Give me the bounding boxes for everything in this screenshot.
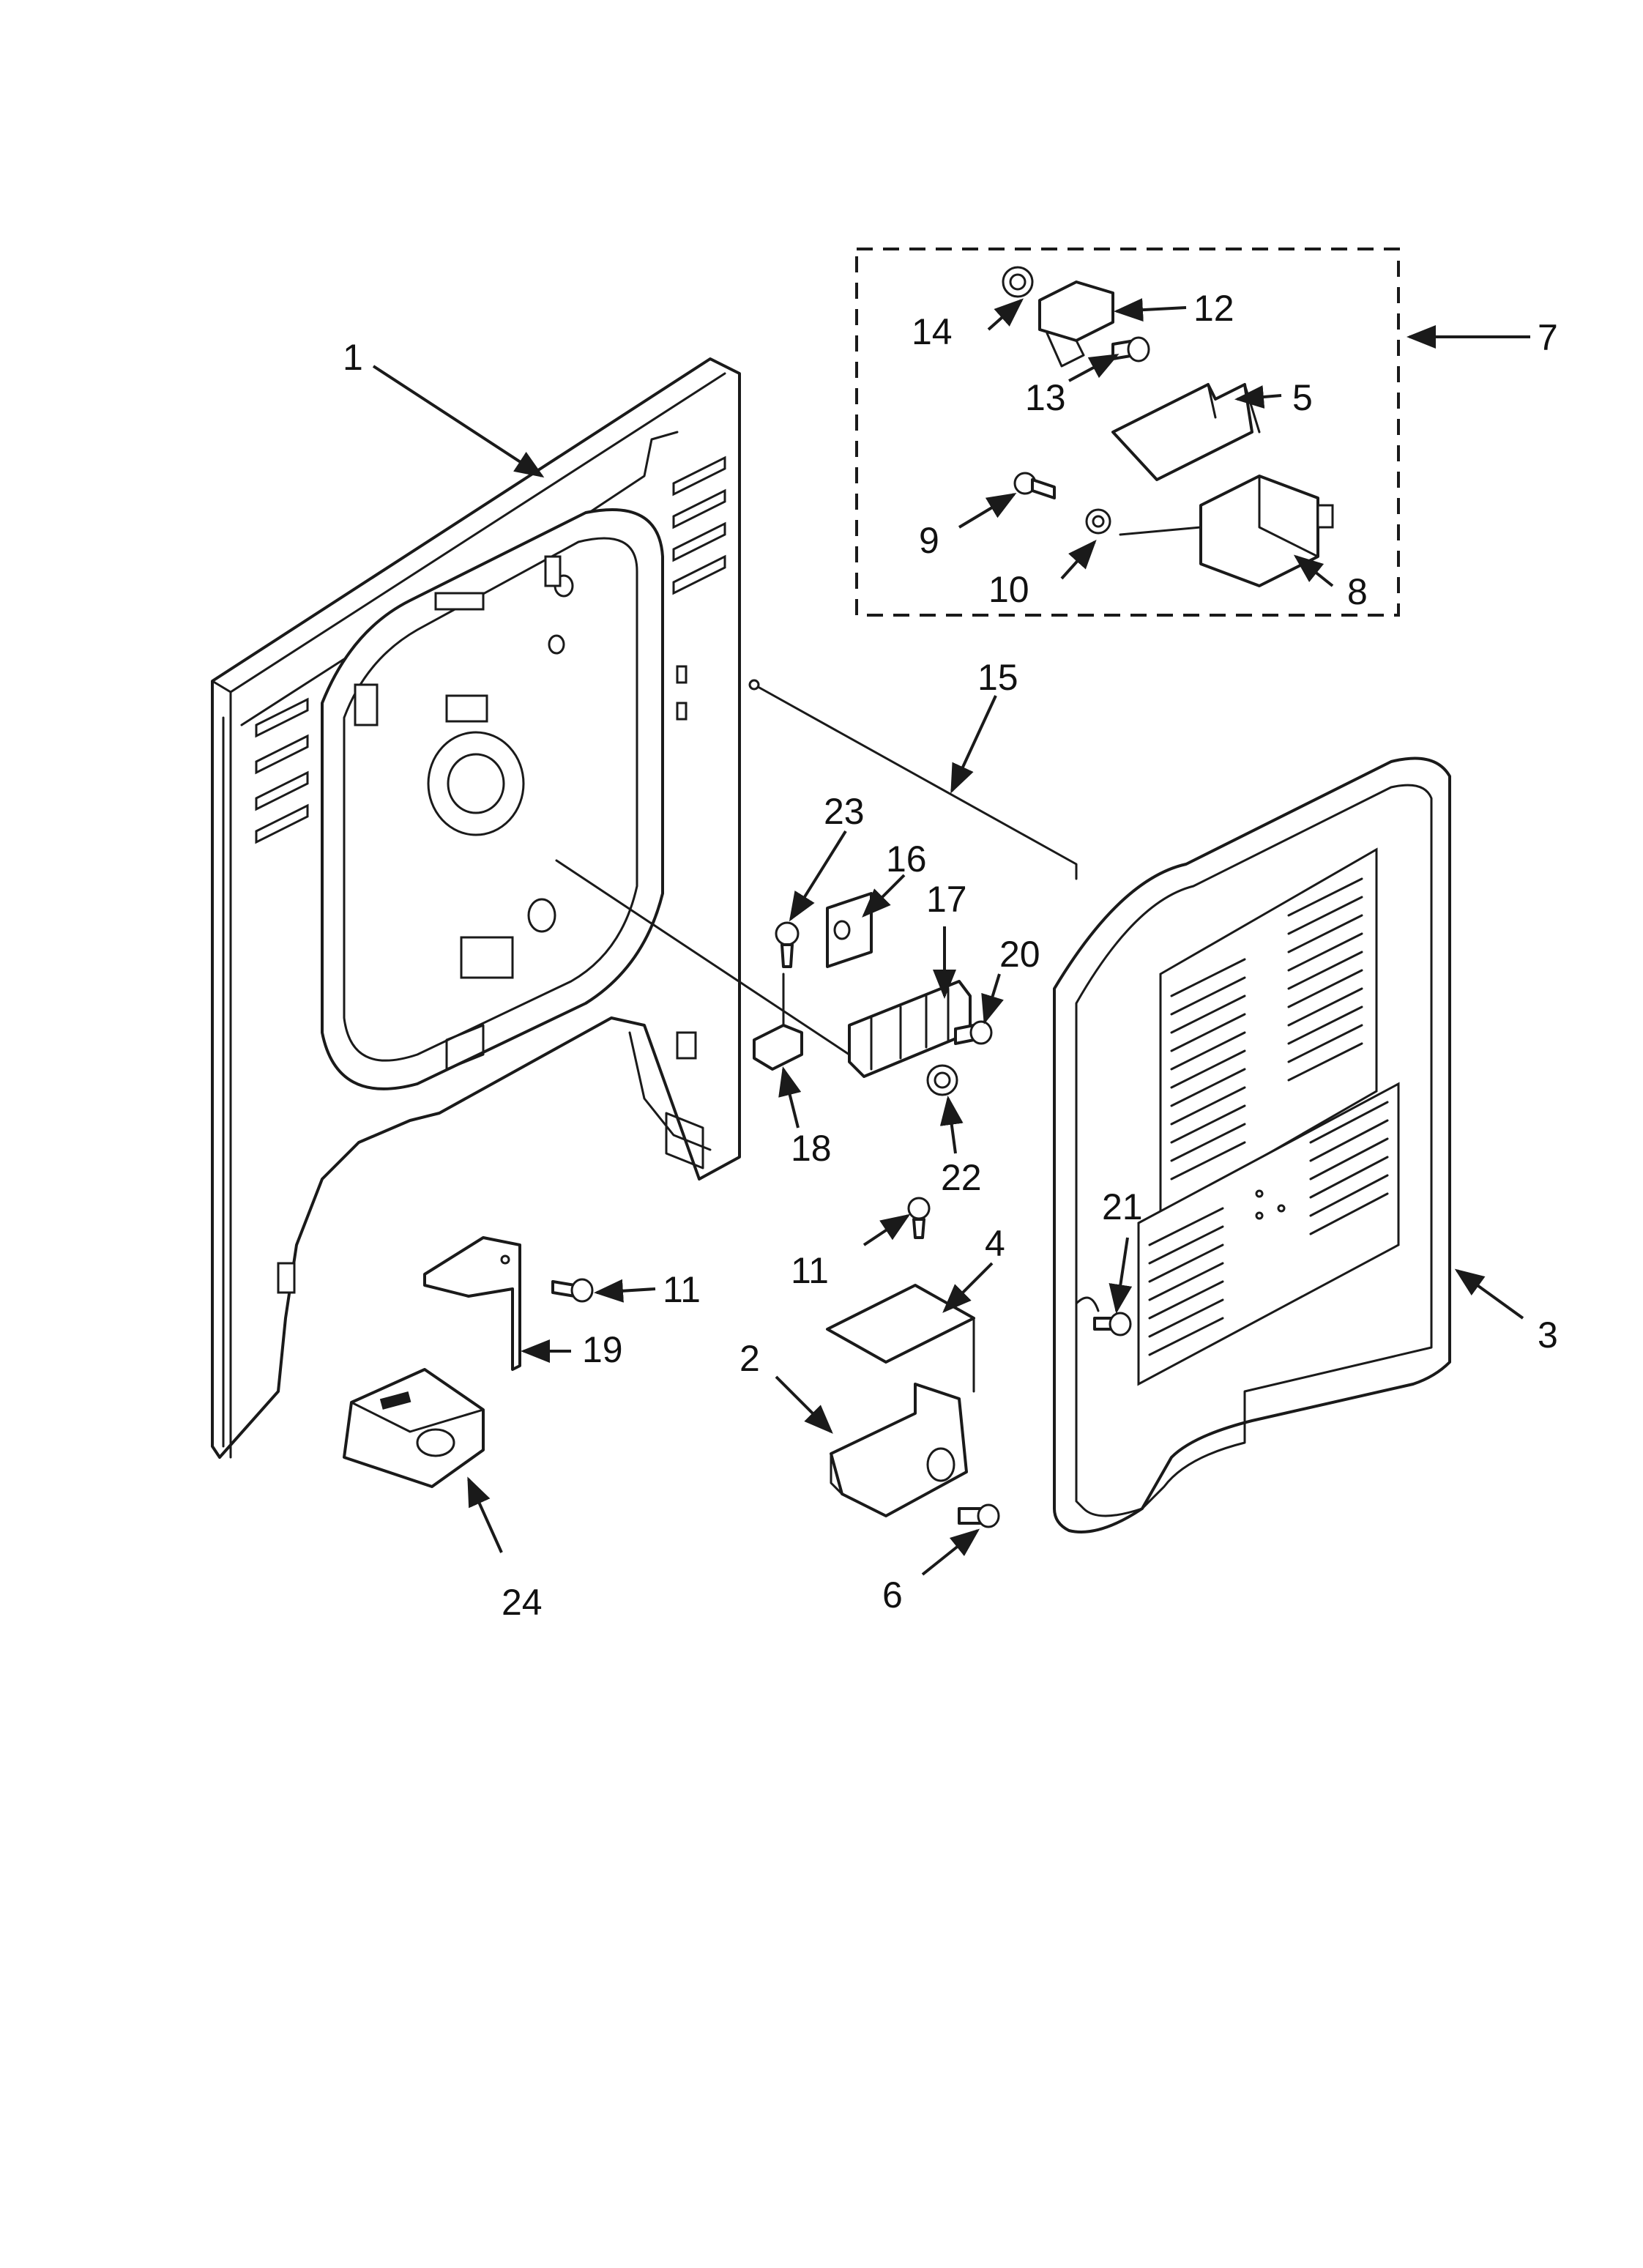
callout-10: 10: [988, 569, 1029, 610]
callout-16: 16: [886, 839, 927, 880]
callout-9: 9: [919, 520, 939, 561]
callout-19: 19: [582, 1329, 623, 1370]
callout-11-left: 11: [663, 1269, 701, 1310]
screw-part-21: [1075, 1296, 1132, 1336]
callout-18: 18: [791, 1128, 832, 1169]
callout-15: 15: [977, 657, 1018, 698]
terminal-block-part-17: [848, 980, 972, 1078]
nut-part-14: [1002, 266, 1034, 298]
screw-part-11-center: [907, 1197, 931, 1239]
callout-24: 24: [502, 1582, 543, 1623]
callout-1: 1: [343, 337, 363, 378]
clip-part-18: [753, 973, 803, 1071]
callout-21: 21: [1102, 1186, 1143, 1227]
callout-2: 2: [739, 1338, 760, 1379]
screw-part-9: [1013, 472, 1056, 499]
callout-23: 23: [824, 791, 865, 832]
callout-4: 4: [985, 1223, 1005, 1264]
screw-part-20: [954, 1020, 993, 1045]
upper-vent-slots: [1170, 877, 1363, 1181]
clamp-part-12: [1038, 280, 1114, 368]
cap-part-24: [343, 1368, 485, 1488]
callout-17: 17: [926, 879, 967, 920]
screw-part-13: [1111, 336, 1150, 362]
block-part-16: [826, 892, 873, 968]
callout-7: 7: [1538, 317, 1558, 358]
side-panel-part: [1053, 756, 1451, 1533]
screw-part-23: [775, 921, 800, 968]
box-part-2: [830, 1383, 968, 1517]
callout-14: 14: [912, 311, 953, 352]
callout-labels: 1 2 3 4 5 6 7 8 9 10 11 11 12 13 14 15 1…: [343, 288, 1558, 1623]
screw-part-6: [958, 1503, 1000, 1528]
cover-part-4: [826, 1284, 975, 1393]
washer-part-10: [1085, 508, 1111, 535]
callout-3: 3: [1538, 1315, 1558, 1356]
lower-vent-slots: [1148, 1101, 1389, 1356]
callout-12: 12: [1193, 288, 1234, 329]
callout-5: 5: [1292, 377, 1313, 418]
assembly-7-outline: [855, 248, 1400, 617]
solenoid-part-8: [1119, 475, 1334, 587]
callout-11-center: 11: [791, 1250, 829, 1291]
rear-panel-part: [211, 357, 862, 1459]
callout-20: 20: [999, 934, 1040, 975]
callout-8: 8: [1347, 571, 1368, 612]
rod-part: [748, 679, 1078, 880]
callout-6: 6: [882, 1574, 903, 1616]
bracket-part-5: [1111, 383, 1261, 481]
callout-22: 22: [941, 1157, 982, 1198]
nut-part-22: [926, 1064, 958, 1096]
bracket-part-19: [423, 1236, 521, 1371]
callout-13: 13: [1025, 377, 1066, 418]
leader-lines: [372, 298, 1530, 1576]
screw-part-11-left: [551, 1278, 594, 1303]
